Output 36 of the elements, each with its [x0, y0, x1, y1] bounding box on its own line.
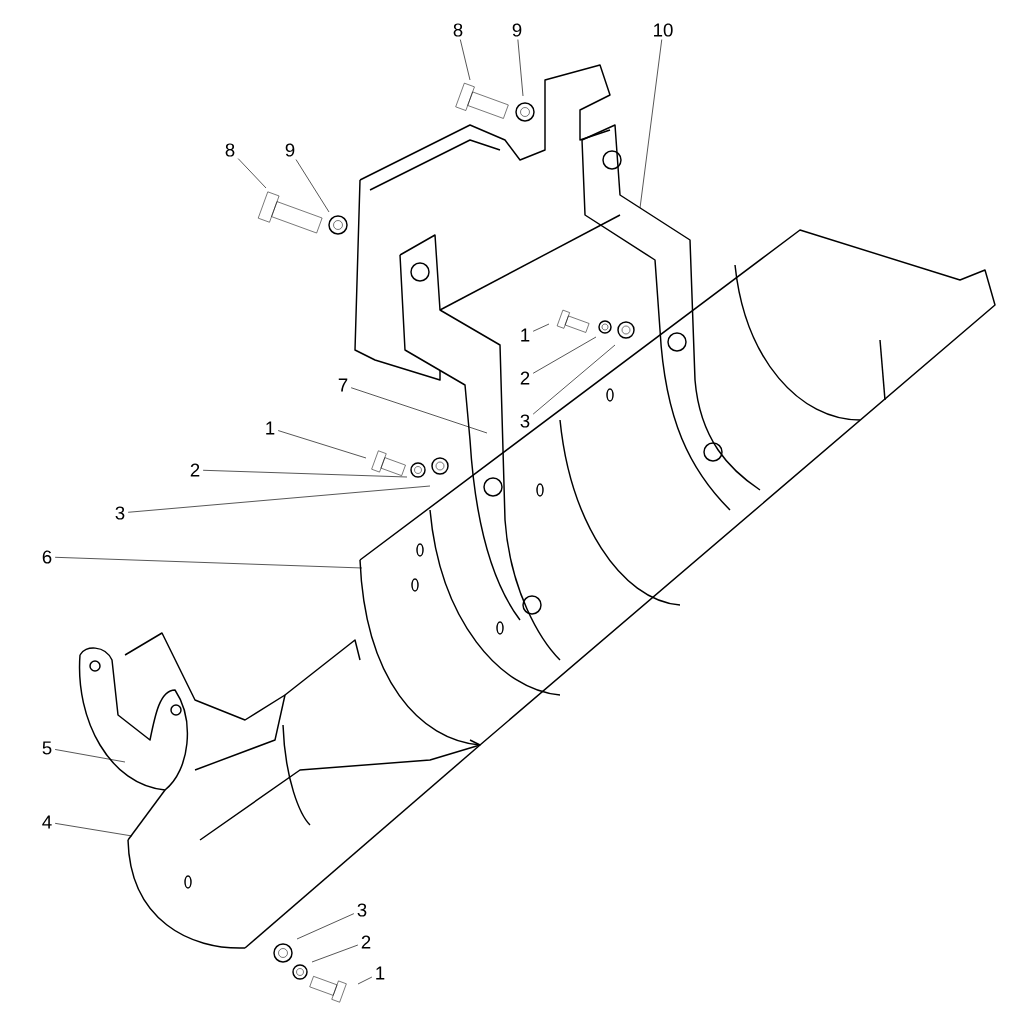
callout-number: 2: [361, 935, 371, 949]
callout-number: 10: [654, 23, 673, 37]
leader-line: [237, 158, 267, 189]
callout-number: 9: [512, 23, 522, 37]
leader-line: [459, 39, 471, 81]
leader-line: [639, 39, 663, 209]
leader-line: [277, 430, 367, 459]
callout-number: 1: [376, 966, 385, 980]
callout-number: 4: [42, 815, 52, 829]
callout-number: 9: [285, 143, 295, 157]
callout-number: 3: [520, 414, 530, 428]
callout-number: 5: [42, 741, 52, 755]
leader-line: [532, 323, 550, 332]
callout-number: 3: [357, 903, 367, 917]
leader-line: [296, 913, 355, 940]
callout-number: 8: [453, 23, 463, 37]
callout-number: 3: [115, 506, 125, 520]
leader-line: [357, 976, 373, 985]
leader-line: [517, 39, 524, 97]
leader-line: [295, 159, 330, 213]
leader-line: [54, 749, 126, 763]
leader-line: [311, 944, 359, 963]
callout-number: 7: [338, 378, 348, 392]
leader-line: [532, 344, 616, 415]
callout-number: 8: [225, 143, 235, 157]
callout-number: 1: [266, 421, 275, 435]
leader-line: [127, 485, 431, 513]
leader-line: [532, 336, 597, 374]
leader-line: [54, 556, 363, 569]
callout-number: 1: [521, 328, 530, 342]
callout-number: 2: [190, 463, 200, 477]
callout-number: 6: [42, 550, 52, 564]
leader-line: [202, 469, 408, 478]
callout-number: 2: [520, 371, 530, 385]
leader-line: [350, 387, 488, 434]
leader-line: [54, 823, 133, 837]
